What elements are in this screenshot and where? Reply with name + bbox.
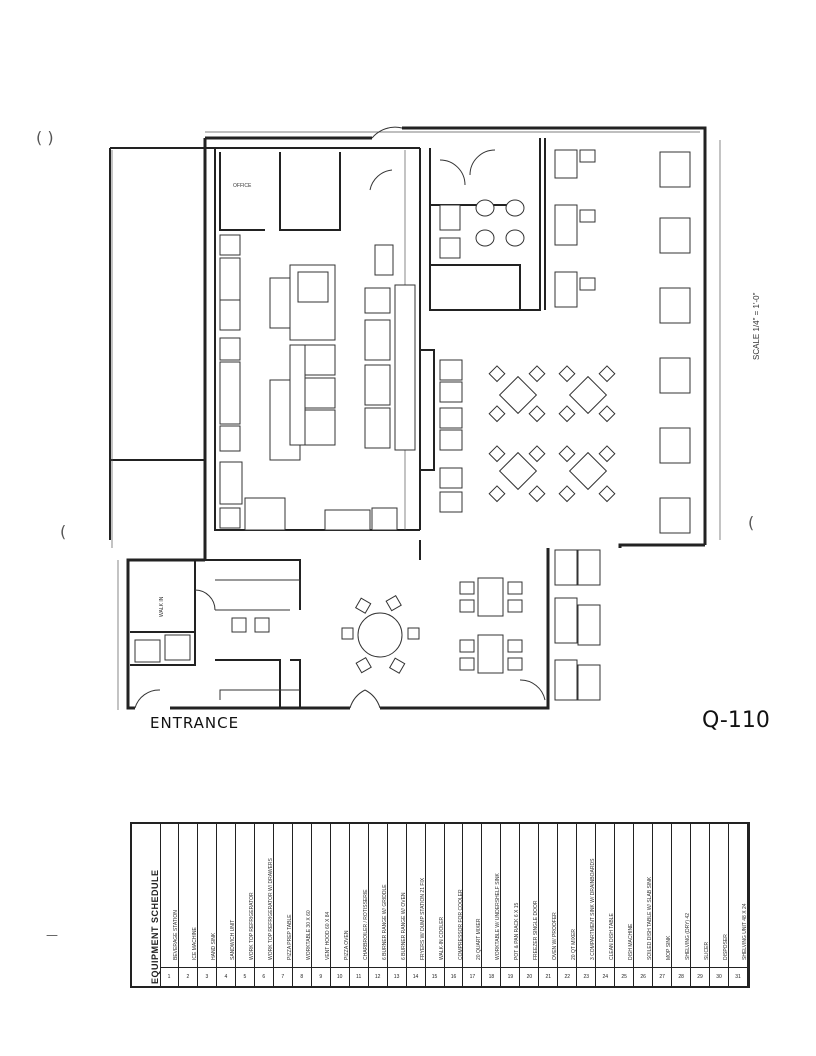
walk-in-label: WALK IN xyxy=(159,596,165,617)
dining-booths xyxy=(439,149,691,701)
schedule-item-number: 31 xyxy=(729,967,747,986)
schedule-item-number: 25 xyxy=(615,967,634,986)
entrance-label: ENTRANCE xyxy=(150,714,240,732)
schedule-item-number: 16 xyxy=(444,967,463,986)
margin-mark-mid: ( xyxy=(60,522,67,541)
schedule-item-number: 8 xyxy=(292,967,311,986)
schedule-item-number: 11 xyxy=(349,967,368,986)
schedule-item-number: 7 xyxy=(273,967,292,986)
scale-note: SCALE 1/4" = 1'-0" xyxy=(752,292,761,360)
schedule-item-number: 21 xyxy=(539,967,558,986)
schedule-item-number: 18 xyxy=(482,967,501,986)
schedule-item: SHELVING UNIT 48 X 24 31 xyxy=(729,824,748,986)
schedule-title-cell: EQUIPMENT SCHEDULE xyxy=(132,824,161,986)
margin-mark-top: ( ) xyxy=(36,128,54,147)
doors xyxy=(134,126,546,709)
schedule-item-number: 1 xyxy=(160,967,178,986)
schedule-item-number: 5 xyxy=(235,967,254,986)
schedule-item-number: 4 xyxy=(216,967,235,986)
schedule-item-number: 17 xyxy=(463,967,482,986)
schedule-item-number: 24 xyxy=(596,967,615,986)
schedule-item-number: 26 xyxy=(634,967,653,986)
schedule-item-number: 6 xyxy=(254,967,273,986)
schedule-item-number: 9 xyxy=(311,967,330,986)
schedule-item-number: 20 xyxy=(520,967,539,986)
schedule-item-number: 28 xyxy=(672,967,691,986)
schedule-item-number: 29 xyxy=(691,967,710,986)
dining-tables xyxy=(231,365,616,674)
schedule-title: EQUIPMENT SCHEDULE xyxy=(150,869,160,984)
schedule-item-number: 13 xyxy=(387,967,406,986)
schedule-item-number: 22 xyxy=(558,967,577,986)
schedule-item-number: 10 xyxy=(330,967,349,986)
schedule-item-name: SHELVING UNIT 48 X 24 xyxy=(742,903,749,960)
schedule-item-number: 23 xyxy=(577,967,596,986)
dimension-lines xyxy=(111,131,721,710)
restroom-fixtures xyxy=(439,199,525,259)
sheet-number: Q-110 xyxy=(702,708,770,733)
kitchen-equipment xyxy=(219,234,416,531)
schedule-item-number: 14 xyxy=(406,967,425,986)
schedule-item-number: 2 xyxy=(178,967,197,986)
office-label: OFFICE xyxy=(233,183,252,189)
schedule-item-number: 15 xyxy=(425,967,444,986)
schedule-item-number: 12 xyxy=(368,967,387,986)
margin-mark-right: ( xyxy=(748,513,755,532)
schedule-item-number: 30 xyxy=(710,967,729,986)
schedule-item-number: 27 xyxy=(653,967,672,986)
margin-mark-bottom: — xyxy=(46,928,58,942)
entrance-counters xyxy=(134,579,301,700)
exterior-walls xyxy=(126,126,707,710)
schedule-item-number: 19 xyxy=(501,967,520,986)
schedule-item-number: 3 xyxy=(197,967,216,986)
